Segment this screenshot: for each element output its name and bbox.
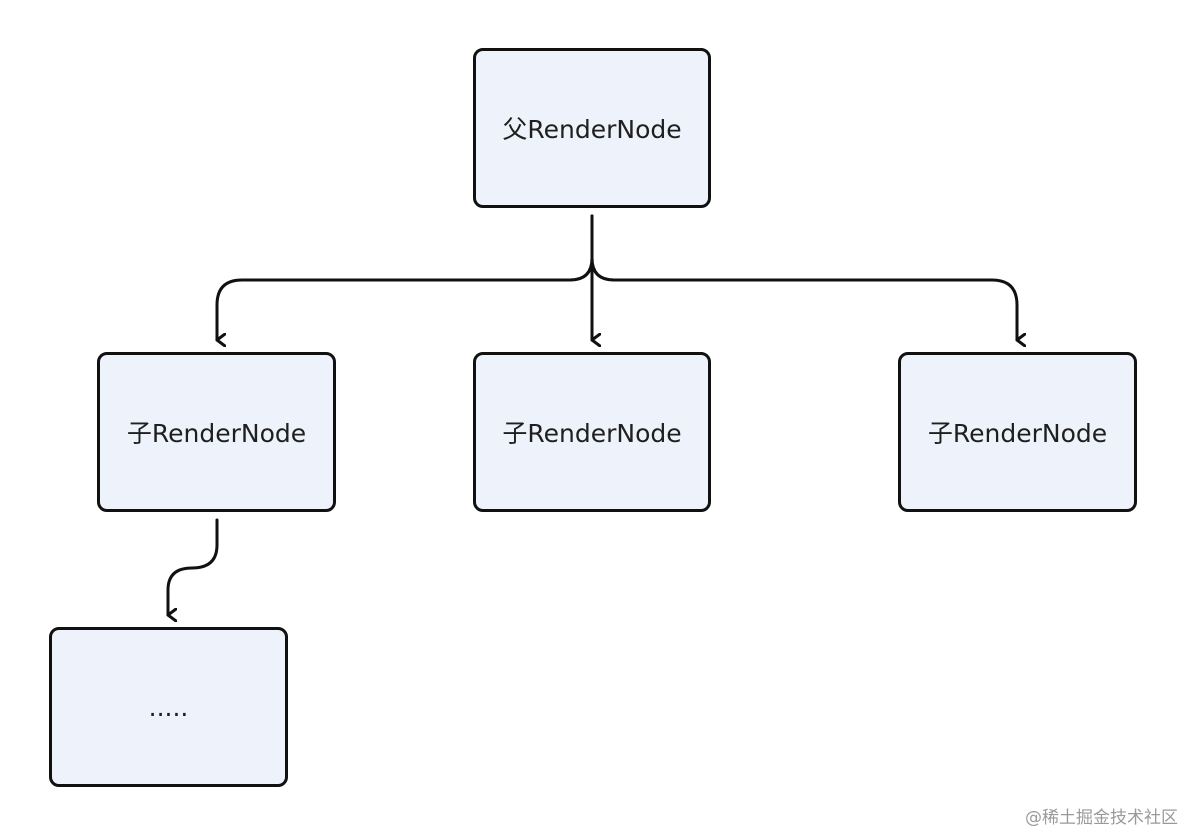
child-node-label-1: 子RenderNode <box>126 419 307 448</box>
connector-parent-child-3 <box>590 214 1017 340</box>
child-render-node-1: 子RenderNode <box>97 352 336 512</box>
child-node-label-2: 子RenderNode <box>502 419 682 448</box>
parent-node-label: 父RenderNode <box>502 115 682 144</box>
child-node-label-3: 子RenderNode <box>927 419 1108 448</box>
grandchild-node-label: ..... <box>148 692 189 722</box>
parent-render-node: 父RenderNode <box>473 48 711 208</box>
grandchild-render-node: ..... <box>49 627 288 787</box>
child-render-node-2: 子RenderNode <box>473 352 711 512</box>
child-render-node-3: 子RenderNode <box>898 352 1137 512</box>
watermark: @稀土掘金技术社区 <box>1025 808 1178 828</box>
connector-parent-child-1 <box>215 214 594 340</box>
connector-child-1-grandchild <box>166 518 219 615</box>
